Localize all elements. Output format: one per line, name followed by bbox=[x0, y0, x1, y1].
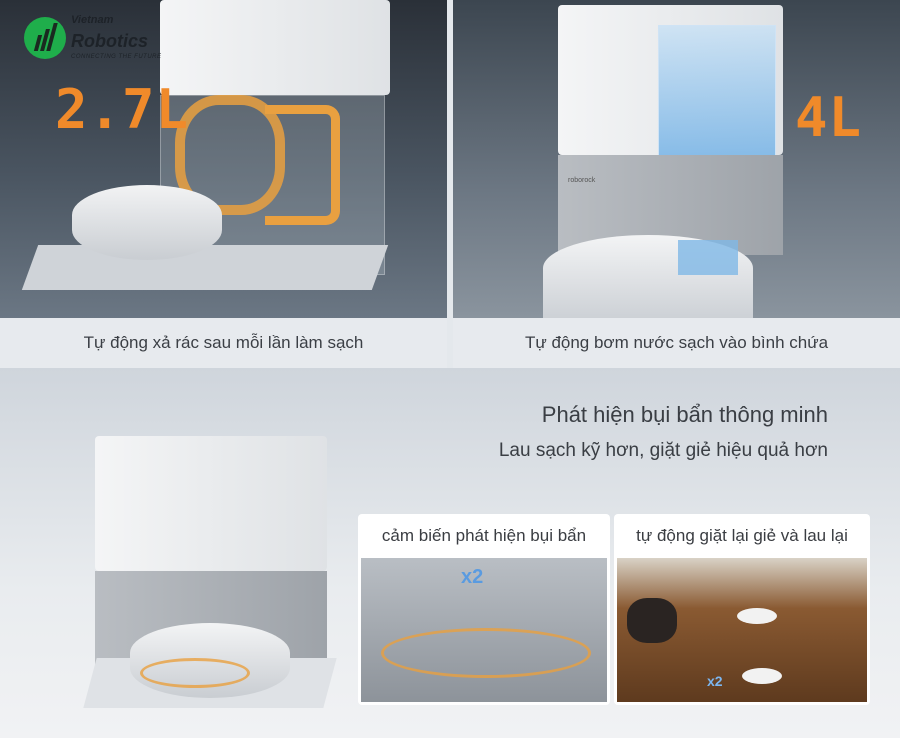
capacity-badge: 2.7L bbox=[55, 78, 190, 141]
dust-pipe bbox=[265, 105, 340, 225]
feature-section: Phát hiện bụi bẩn thông minh Lau sạch kỹ… bbox=[0, 368, 900, 738]
panel-auto-empty: 2.7L Tự động xả rác sau mỗi lần làm sạch bbox=[0, 0, 447, 368]
ramp bbox=[21, 245, 389, 290]
logo-mark-icon bbox=[24, 16, 66, 59]
logo-tagline: CONNECTING THE FUTURE bbox=[71, 54, 162, 61]
logo-line2: Robotics bbox=[71, 30, 149, 51]
panel-auto-refill: roborock 4L Tự động bơm nước sạch vào bì… bbox=[453, 0, 900, 368]
robot-vacuum bbox=[72, 185, 222, 260]
capacity-badge: 4L bbox=[795, 86, 863, 149]
feature-title: Phát hiện bụi bẩn thông minh bbox=[541, 402, 828, 427]
water-tank bbox=[658, 25, 776, 165]
card-photo: x2 bbox=[361, 558, 607, 702]
repeat-badge: x2 bbox=[707, 673, 723, 689]
feature-card-dirt-sensor: cảm biến phát hiện bụi bẩn x2 bbox=[358, 514, 610, 705]
station-top bbox=[95, 436, 327, 571]
feature-card-rewash: tự động giặt lại giẻ và lau lại x2 bbox=[614, 514, 870, 705]
mop-pads bbox=[140, 658, 250, 688]
feature-subtitle: Lau sạch kỹ hơn, giặt giẻ hiệu quả hơn bbox=[498, 440, 828, 461]
card-label: cảm biến phát hiện bụi bẩn bbox=[381, 526, 587, 545]
product-photo-water-tank: roborock 4L bbox=[453, 0, 900, 318]
brand-label: roborock bbox=[568, 177, 596, 184]
robot-vacuum bbox=[737, 608, 777, 624]
card-label: tự động giặt lại giẻ và lau lại bbox=[636, 526, 848, 545]
product-photo-dustbin: 2.7L bbox=[0, 0, 447, 318]
robot-vacuum bbox=[742, 668, 782, 684]
station-top bbox=[160, 0, 390, 95]
logo: Vietnam Robotics CONNECTING THE FUTURE bbox=[24, 14, 162, 62]
dust-coil bbox=[175, 95, 285, 215]
water-module bbox=[678, 240, 738, 275]
logo-line1: Vietnam bbox=[71, 14, 114, 26]
caption: Tự động bơm nước sạch vào bình chứa bbox=[453, 318, 900, 368]
repeat-badge: x2 bbox=[461, 566, 484, 588]
card-photo: x2 bbox=[617, 558, 867, 702]
dog bbox=[627, 598, 677, 643]
caption: Tự động xả rác sau mỗi lần làm sạch bbox=[0, 318, 447, 368]
